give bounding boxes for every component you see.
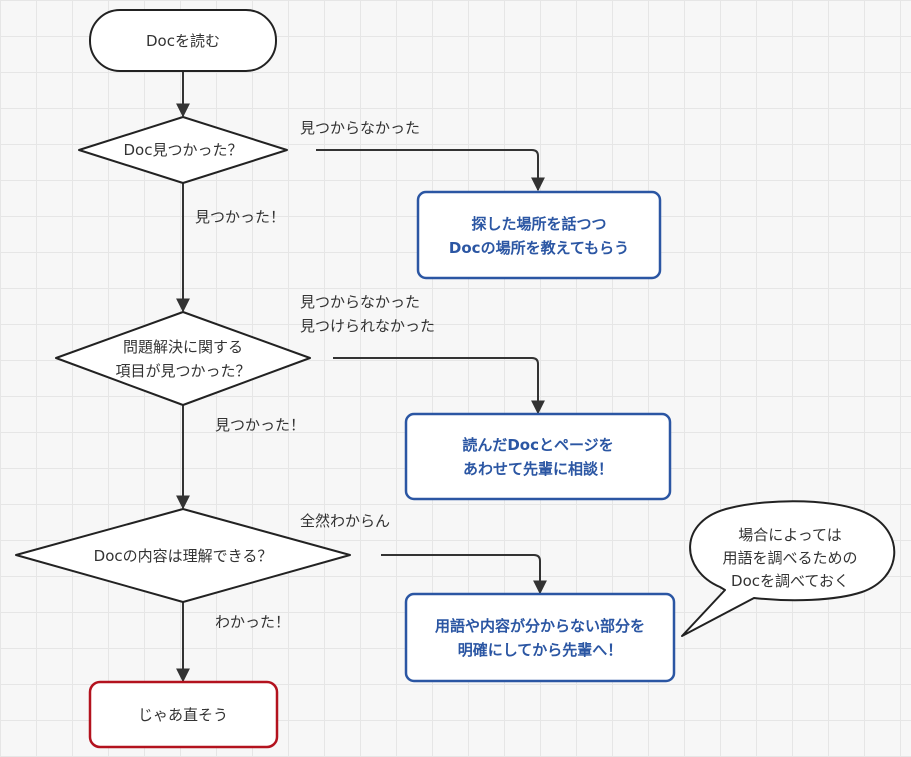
start-node[interactable]: Docを読む: [89, 9, 277, 72]
start-node-label: Docを読む: [146, 32, 220, 50]
action1-label-line2: Docの場所を教えてもらう: [449, 239, 629, 257]
connectors: [176, 71, 547, 683]
edge-label-no3: 全然わからん: [300, 512, 390, 530]
decision1-label: Doc見つかった？: [124, 141, 243, 159]
edge-label-yes3: わかった！: [215, 613, 290, 631]
action2-label-line1: 読んだDocとページを: [462, 436, 613, 454]
decision2-node[interactable]: 問題解決に関する 項目が見つかった？: [55, 311, 311, 406]
edge-label-no2-line1: 見つからなかった: [300, 293, 420, 311]
decision3-node[interactable]: Docの内容は理解できる？: [15, 508, 351, 603]
edge-label-no1: 見つからなかった: [300, 119, 420, 137]
decision2-label-line2: 項目が見つかった？: [115, 362, 250, 380]
decision1-node[interactable]: Doc見つかった？: [78, 116, 288, 184]
edge-label-yes1: 見つかった！: [195, 208, 285, 226]
action2-label-line2: あわせて先輩に相談！: [463, 460, 613, 478]
end-node[interactable]: じゃあ直そう: [88, 680, 279, 749]
action3-node[interactable]: 用語や内容が分からない部分を 明確にしてから先輩へ！: [404, 592, 676, 683]
decision2-label-line1: 問題解決に関する: [123, 338, 243, 356]
action2-node[interactable]: 読んだDocとページを あわせて先輩に相談！: [404, 412, 672, 501]
connector-decision2-to-action2: [333, 357, 545, 415]
action3-label-line1: 用語や内容が分からない部分を: [435, 617, 645, 635]
connector-decision3-to-action3: [381, 554, 547, 595]
edge-label-yes2: 見つかった！: [215, 416, 305, 434]
end-node-label: じゃあ直そう: [138, 706, 228, 724]
callout-line1: 場合によっては: [738, 526, 842, 544]
action3-label-line2: 明確にしてから先輩へ！: [458, 641, 623, 659]
edge-label-no2-line2: 見つけられなかった: [300, 317, 435, 335]
action1-node[interactable]: 探した場所を話つつ Docの場所を教えてもらう: [416, 190, 662, 280]
connector-decision1-to-action1: [316, 149, 545, 192]
decision3-label: Docの内容は理解できる？: [94, 547, 273, 565]
action1-label-line1: 探した場所を話つつ: [471, 215, 606, 233]
callout-bubble[interactable]: 場合によっては 用語を調べるための Docを調べておく: [681, 500, 896, 637]
callout-line3: Docを調べておく: [731, 572, 849, 590]
callout-line2: 用語を調べるための: [722, 549, 857, 567]
